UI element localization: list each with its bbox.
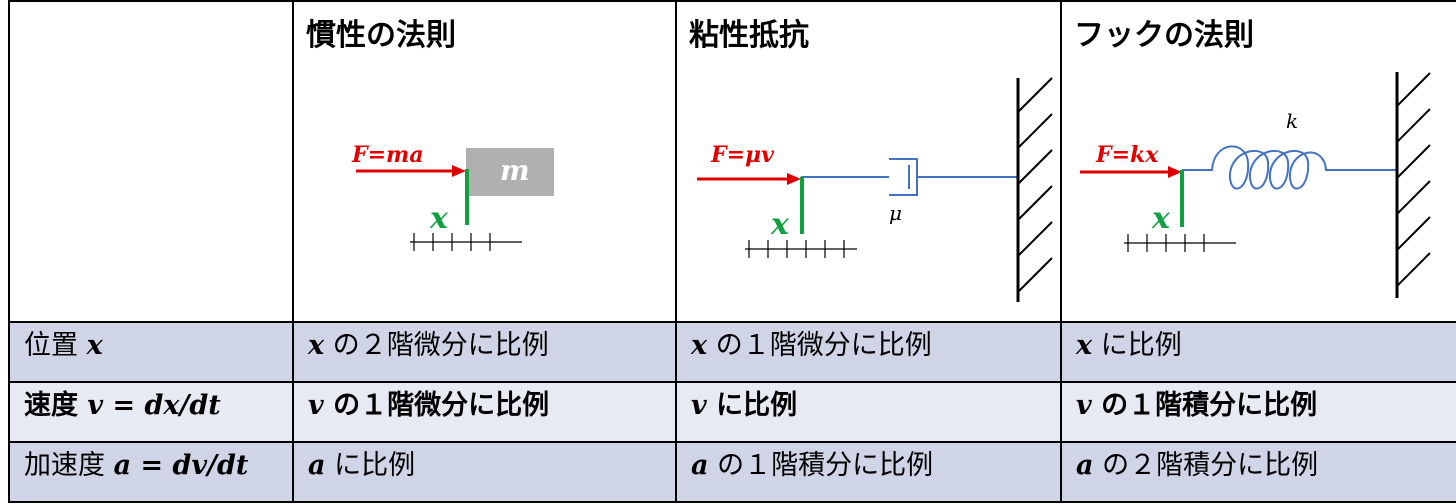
coef-label-hooke: k	[1286, 109, 1298, 133]
cell-acceleration-inertia: a に比例	[292, 441, 677, 503]
force-arrowhead-viscous	[787, 173, 801, 185]
cell-velocity-viscous: v に比例	[675, 381, 1062, 443]
cell-velocity-inertia: v の１階微分に比例	[292, 381, 677, 443]
header-inertia: 慣性の法則 F=ma m x	[292, 0, 677, 323]
force-label-hooke: F=kx	[1095, 142, 1159, 168]
cell-position-inertia: x の２階微分に比例	[292, 321, 677, 383]
coef-label-viscous: μ	[889, 201, 902, 225]
cell-position-hooke: x に比例	[1060, 321, 1456, 383]
cell-acceleration-hooke: a の２階積分に比例	[1060, 441, 1456, 503]
disp-label-hooke: x	[1151, 201, 1171, 236]
diagram-viscous: F=μv μ x	[697, 77, 1053, 302]
wall-hooke	[1395, 72, 1431, 298]
row-velocity: 速度 v = dx/dt v の１階微分に比例 v に比例 v の１階積分に比例	[8, 381, 1456, 443]
scale-ruler-hooke	[1124, 234, 1236, 252]
scale-ruler-viscous	[745, 240, 857, 258]
label-velocity: 速度 v = dx/dt	[8, 381, 294, 443]
mass-block	[466, 148, 554, 196]
disp-label-inertia: x	[429, 201, 449, 236]
force-label-inertia: F=ma	[351, 142, 424, 168]
label-position: 位置 x	[8, 321, 294, 383]
title-inertia: 慣性の法則	[306, 18, 456, 53]
row-acceleration: 加速度 a = dv/dt a に比例 a の１階積分に比例 a の２階積分に比…	[8, 441, 1456, 503]
dashpot	[889, 158, 918, 196]
comparison-table: 慣性の法則 F=ma m x 粘性抵抗	[8, 0, 1456, 503]
cell-position-viscous: x の１階微分に比例	[675, 321, 1062, 383]
header-viscous: 粘性抵抗 F=μv μ x	[675, 0, 1062, 323]
spring	[1182, 145, 1396, 190]
row-position: 位置 x x の２階微分に比例 x の１階微分に比例 x に比例	[8, 321, 1456, 383]
force-arrowhead-hooke	[1168, 166, 1182, 178]
diagram-inertia: F=ma m x	[351, 142, 554, 251]
title-viscous: 粘性抵抗	[689, 18, 809, 53]
scale-ruler-inertia	[410, 233, 522, 251]
cell-velocity-hooke: v の１階積分に比例	[1060, 381, 1456, 443]
wall-viscous	[1016, 77, 1053, 302]
corner-cell	[8, 0, 294, 323]
label-acceleration: 加速度 a = dv/dt	[8, 441, 294, 503]
mass-label: m	[500, 154, 530, 187]
force-arrowhead-inertia	[452, 165, 466, 177]
diagram-hooke: F=kx k x	[1080, 72, 1431, 298]
force-label-viscous: F=μv	[710, 142, 774, 168]
cell-acceleration-viscous: a の１階積分に比例	[675, 441, 1062, 503]
header-hooke: フックの法則 F=kx k x	[1060, 0, 1456, 323]
header-row: 慣性の法則 F=ma m x 粘性抵抗	[8, 0, 1456, 323]
title-hooke: フックの法則	[1074, 18, 1254, 53]
disp-label-viscous: x	[770, 207, 790, 242]
